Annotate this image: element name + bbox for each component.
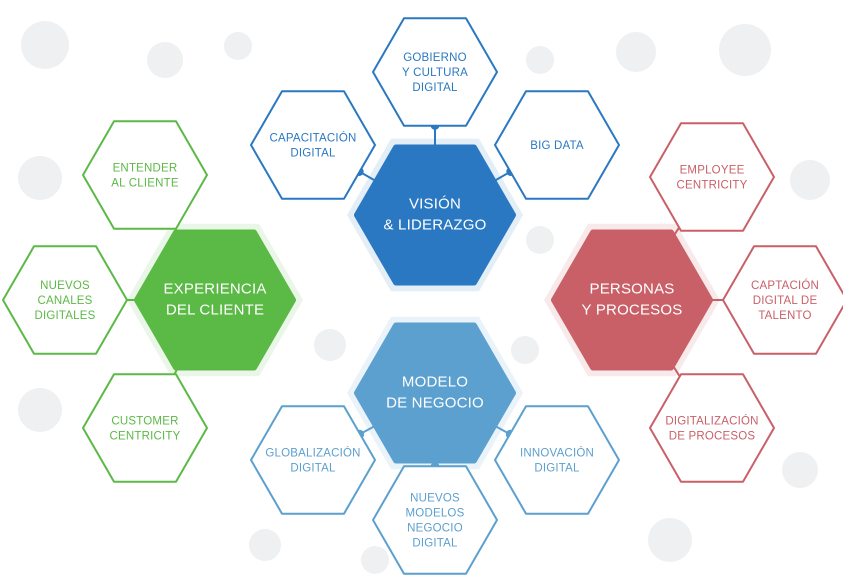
cliente-node-label-line: DIGITALES <box>34 310 95 322</box>
vision-node-label-line: DIGITAL <box>290 148 336 160</box>
modelo-node-shape <box>372 465 498 575</box>
personas-node-label-line: DIGITAL DE <box>753 295 818 307</box>
cliente-node-2: CUSTOMER CENTRICITY <box>82 373 208 483</box>
gear-icon <box>782 452 818 488</box>
modelo-node-label-line: DIGITAL <box>290 463 336 475</box>
person-icon <box>224 32 252 60</box>
vision-node-shape <box>372 17 498 127</box>
vision-node-shape <box>494 90 620 200</box>
vision-node-label-line: Y CULTURA <box>402 67 468 79</box>
background-decoration <box>18 21 830 574</box>
personas-center-label-line: Y PROCESOS <box>582 302 683 319</box>
modelo-node-label-line: NUEVOS <box>410 493 460 505</box>
personas-node-label-line: DIGITALIZACIÓN <box>665 415 758 428</box>
modelo-node-shape <box>494 405 620 515</box>
cliente-node-1: NUEVOS CANALES DIGITALES <box>2 245 128 355</box>
vision-node-1: GOBIERNO Y CULTURA DIGITAL <box>372 17 498 127</box>
modelo-node-shape <box>250 405 376 515</box>
globe-icon <box>648 518 692 562</box>
modelo-center-label-line: DE NEGOCIO <box>386 395 484 412</box>
vision-center-shape <box>354 144 516 286</box>
personas-node-shape <box>649 373 775 483</box>
hexagons: VISIÓN& LIDERAZGOCAPACITACIÓNDIGITALGOBI… <box>2 17 843 575</box>
cliente-node-label-line: CENTRICITY <box>110 431 181 443</box>
personas-node-label-line: EMPLOYEE <box>680 165 745 177</box>
person-icon <box>361 546 389 574</box>
modelo-node-0: GLOBALIZACIÓN DIGITAL <box>250 405 376 515</box>
personas-node-label-line: CENTRICITY <box>677 180 748 192</box>
brain-icon <box>147 42 183 78</box>
vision-node-label-line: BIG DATA <box>530 140 584 152</box>
modelo-center-hexagon: MODELO DE NEGOCIO <box>347 316 523 470</box>
personas-node-0: EMPLOYEE CENTRICITY <box>649 122 775 232</box>
cliente-node-label-line: AL CLIENTE <box>111 178 179 190</box>
vision-center-label-line: VISIÓN <box>409 196 461 213</box>
personas-center-hexagon: PERSONAS Y PROCESOS <box>544 223 720 377</box>
personas-node-shape <box>649 122 775 232</box>
modelo-node-2: INNOVACIÓN DIGITAL <box>494 405 620 515</box>
cliente-center-shape <box>134 229 296 371</box>
modelo-node-label-line: DIGITAL <box>534 463 580 475</box>
personas-node-label-line: TALENTO <box>758 310 811 322</box>
globe-icon <box>790 160 830 200</box>
globe-icon <box>18 156 62 200</box>
personas-node-label-line: CAPTACIÓN <box>751 279 819 292</box>
cliente-node-shape <box>82 373 208 483</box>
vision-node-0: CAPACITACIÓN DIGITAL <box>250 90 376 200</box>
cliente-center-label-line: EXPERIENCIA <box>163 281 266 298</box>
cliente-node-label-line: CANALES <box>37 295 92 307</box>
magnet-icon <box>526 226 554 254</box>
personas-node-1: CAPTACIÓN DIGITAL DE TALENTO <box>722 245 843 355</box>
vision-center-hexagon: VISIÓN & LIDERAZGO <box>347 138 523 292</box>
cliente-node-0: ENTENDER AL CLIENTE <box>82 120 208 230</box>
modelo-node-1: NUEVOS MODELOS NEGOCIO DIGITAL <box>372 465 498 575</box>
cliente-center-hexagon: EXPERIENCIA DEL CLIENTE <box>127 223 303 377</box>
vision-node-label-line: CAPACITACIÓN <box>270 132 357 145</box>
vision-node-2: BIG DATA <box>494 90 620 200</box>
cliente-node-label-line: NUEVOS <box>40 280 90 292</box>
cliente-node-shape <box>82 120 208 230</box>
vision-node-label-line: DIGITAL <box>412 82 458 94</box>
personas-center-shape <box>551 229 713 371</box>
vision-node-shape <box>250 90 376 200</box>
modelo-center-shape <box>354 322 516 464</box>
cliente-center-label-line: DEL CLIENTE <box>166 302 264 319</box>
person-icon <box>719 24 771 76</box>
gear-icon <box>511 336 539 364</box>
personas-node-shape <box>722 245 843 355</box>
vision-center-label-line: & LIDERAZGO <box>383 217 486 234</box>
modelo-node-label-line: GLOBALIZACIÓN <box>265 447 360 460</box>
personas-center-label-line: PERSONAS <box>590 281 675 298</box>
cliente-node-label-line: ENTENDER <box>113 163 178 175</box>
cliente-node-label-line: CUSTOMER <box>111 416 178 428</box>
modelo-node-label-line: NEGOCIO <box>407 523 463 535</box>
modelo-center-label-line: MODELO <box>402 374 468 391</box>
modelo-node-label-line: MODELOS <box>406 508 465 520</box>
modelo-node-label-line: INNOVACIÓN <box>520 447 594 460</box>
personas-node-label-line: DE PROCESOS <box>669 431 756 443</box>
personas-node-2: DIGITALIZACIÓN DE PROCESOS <box>649 373 775 483</box>
brain-icon <box>314 329 346 361</box>
person-icon <box>18 388 62 432</box>
brain-icon <box>21 21 69 69</box>
cliente-node-shape <box>2 245 128 355</box>
vision-node-label-line: GOBIERNO <box>403 52 467 64</box>
globe-icon <box>616 32 656 72</box>
rabbit-icon <box>249 529 281 561</box>
gear-icon <box>526 46 554 74</box>
modelo-node-label-line: DIGITAL <box>412 538 458 550</box>
